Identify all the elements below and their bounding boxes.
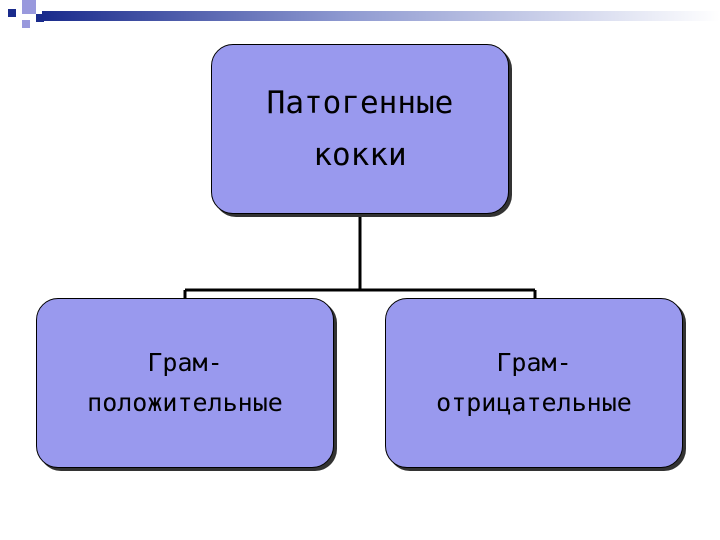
- gram-negative-label-line2: отрицательные: [436, 388, 632, 417]
- gram-positive-node: Грам- положительные: [36, 298, 334, 468]
- gram-negative-label-line1: Грам-: [496, 348, 572, 377]
- gram-negative-node: Грам- отрицательные: [385, 298, 683, 468]
- gram-positive-label-line2: положительные: [87, 388, 283, 417]
- decoration-gradient-bar: [42, 11, 720, 21]
- decoration-square-4: [36, 14, 44, 22]
- decoration-square-2: [22, 0, 36, 14]
- root-node: Патогенные кокки: [211, 44, 509, 214]
- root-node-label-line1: Патогенные: [266, 85, 454, 121]
- gram-positive-label-line1: Грам-: [147, 348, 223, 377]
- slide-decoration: [8, 0, 720, 28]
- root-node-label-line2: кокки: [313, 137, 407, 173]
- decoration-square-3: [22, 20, 30, 28]
- decoration-square-1: [8, 9, 16, 17]
